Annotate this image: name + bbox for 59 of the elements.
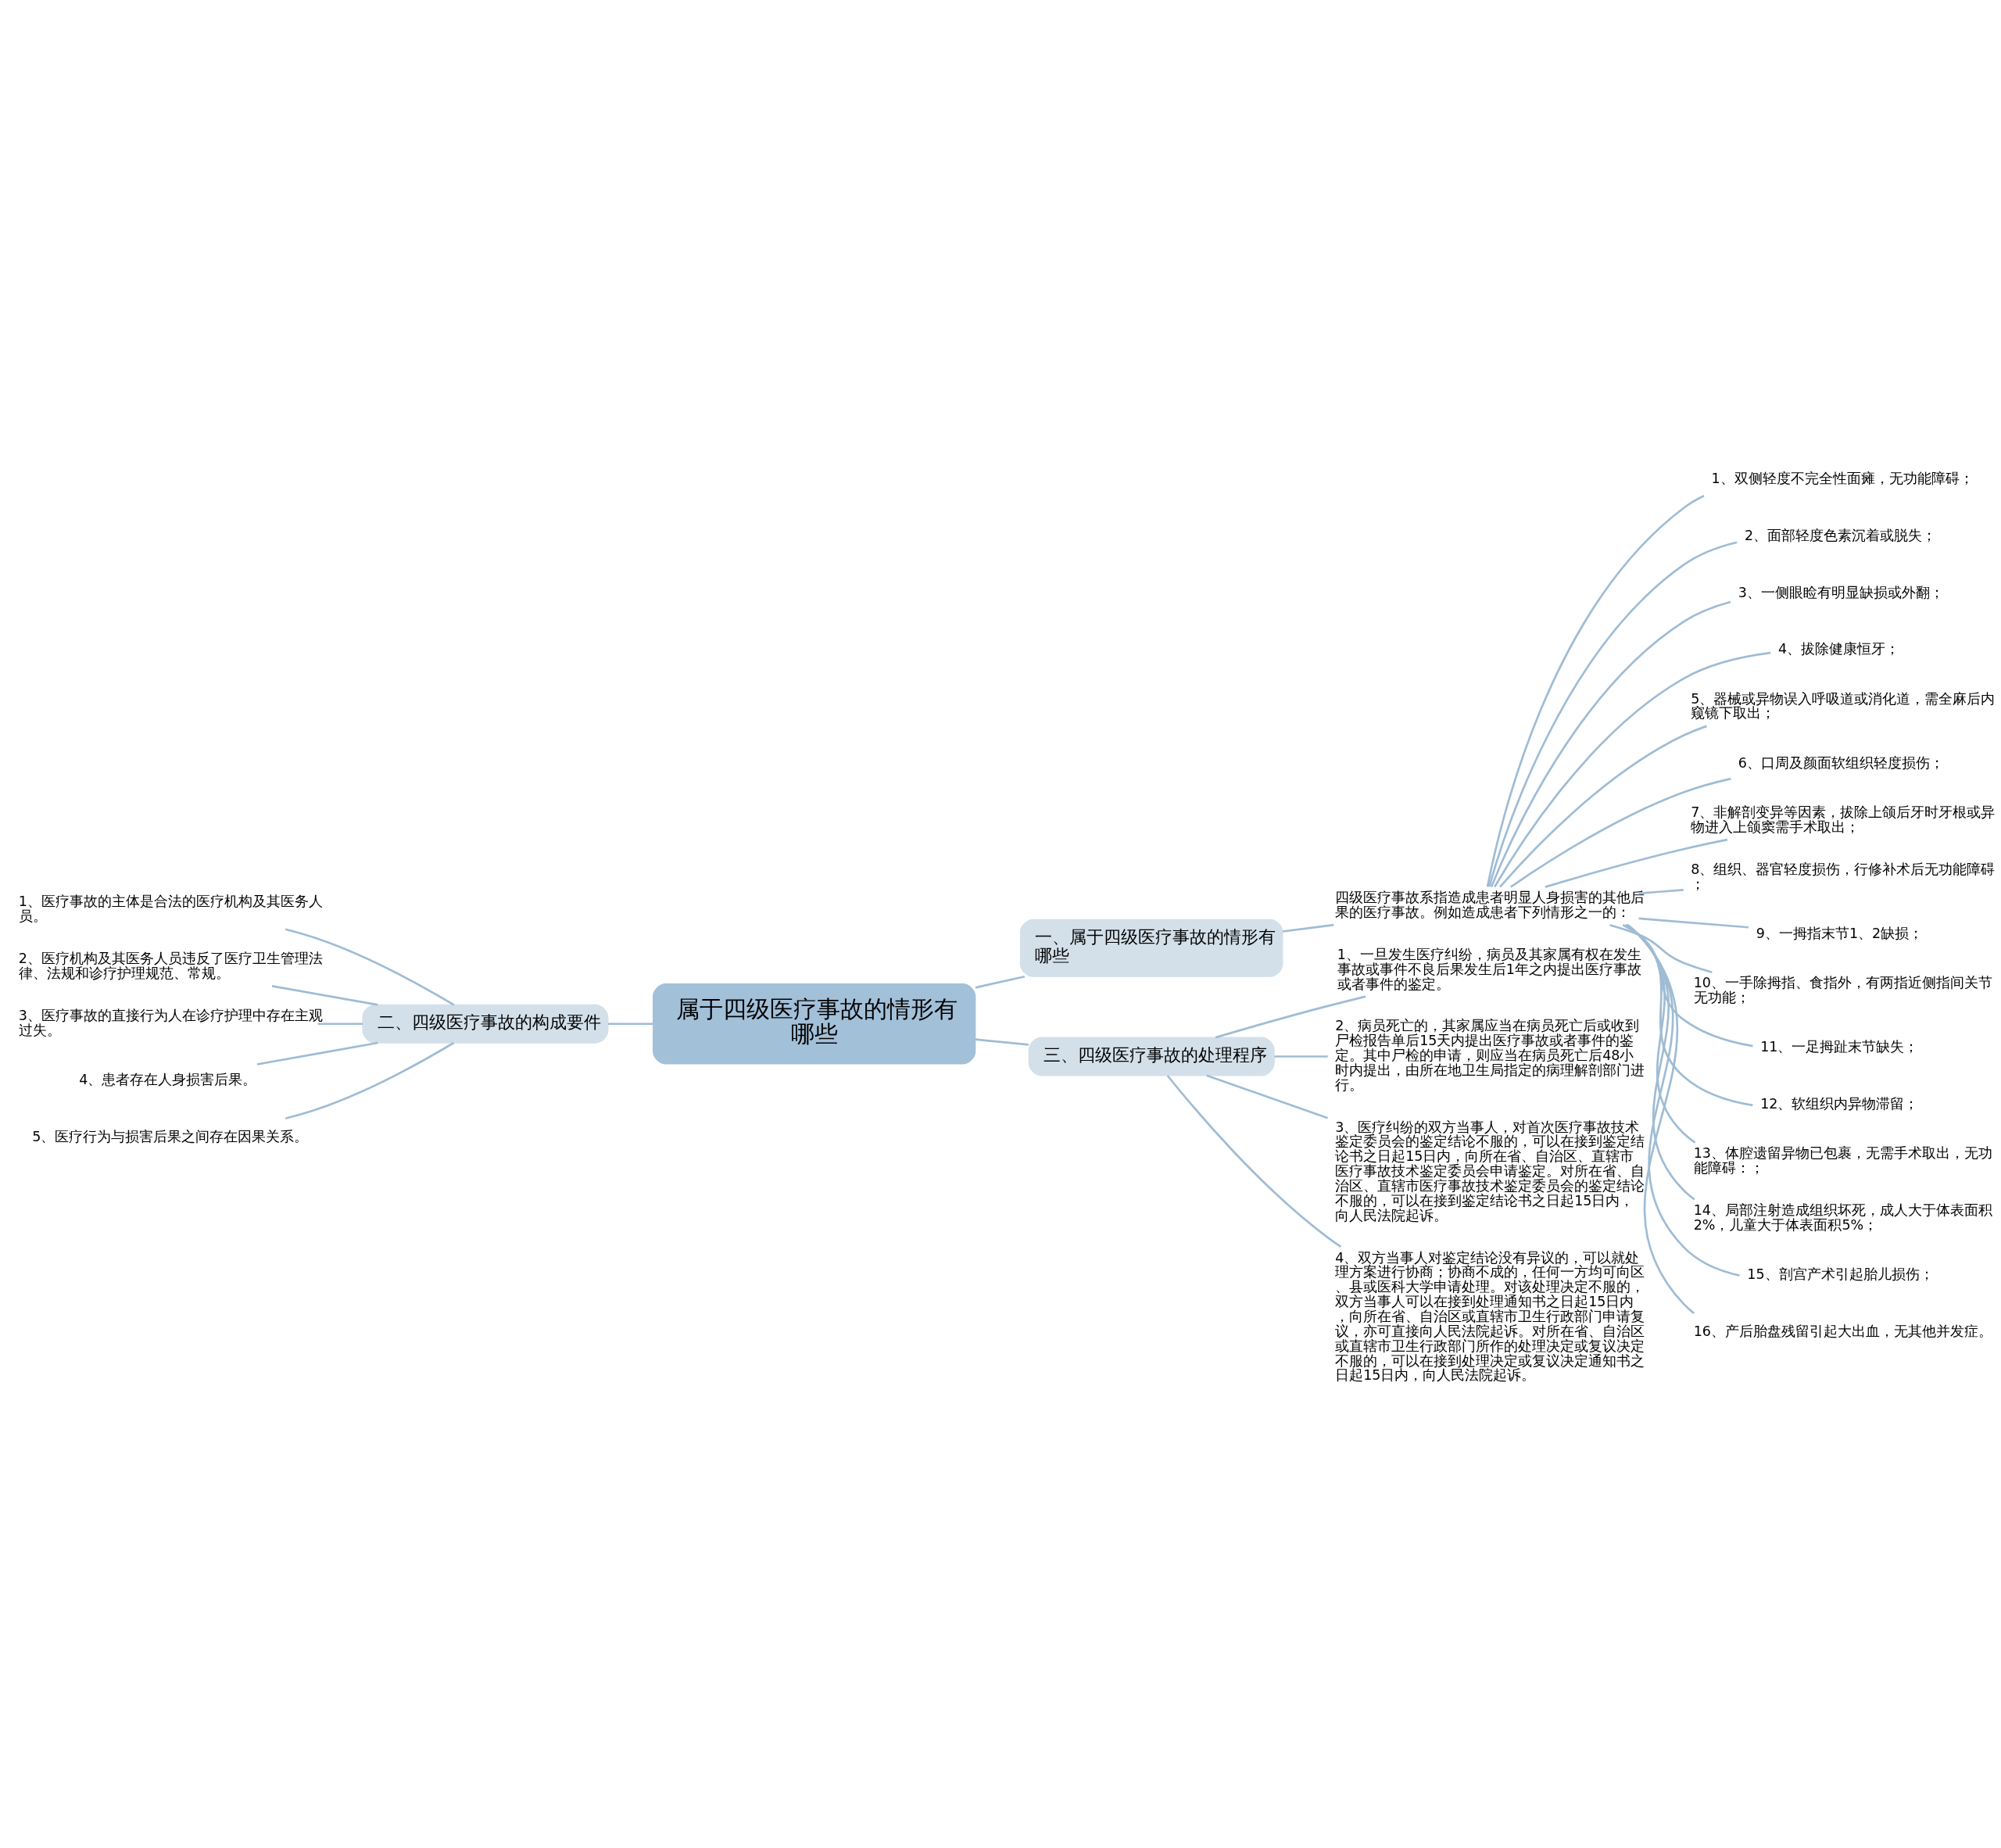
connector xyxy=(271,984,378,1006)
connector xyxy=(256,1041,378,1065)
connector xyxy=(1166,1074,1342,1248)
connector xyxy=(1274,1055,1328,1058)
node-text: 2、医疗机构及其医务人员违反了医疗卫生管理法律、法规和诊疗护理规范、常规。 xyxy=(18,950,323,981)
node-text: 5、器械或异物误入呼吸道或消化道，需全麻后内窥镜下取出； xyxy=(1691,690,1996,721)
connector xyxy=(1215,994,1366,1038)
node-text: 8、组织、器官轻度损伤，行修补术后无功能障碍； xyxy=(1691,861,1996,892)
connector xyxy=(607,1022,653,1025)
connector xyxy=(1622,923,1753,1047)
node-text: 4、患者存在人身损害后果。 xyxy=(79,1071,257,1087)
node-text: 15、剖宫产术引起胎儿损伤； xyxy=(1747,1266,1934,1282)
connector xyxy=(1490,600,1731,887)
connector xyxy=(1487,540,1738,887)
node-text: 1、一旦发生医疗纠纷，病员及其家属有权在发生事故或事件不良后果发生后1年之内提出医疗事故或者事件的鉴定。 xyxy=(1337,946,1642,991)
node-text: 1、医疗事故的主体是合法的医疗机构及其医务人员。 xyxy=(18,893,323,924)
node-box: 三、四级医疗事故的处理程序 xyxy=(1028,1037,1275,1076)
connector xyxy=(1638,917,1749,929)
node-text: 2、面部轻度色素沉着或脱失； xyxy=(1744,527,1937,543)
node-text: 1、双侧轻度不完全性面瘫，无功能障碍； xyxy=(1711,470,1974,486)
connector xyxy=(1486,494,1705,887)
node-text: 2、病员死亡的，其家属应当在病员死亡后或收到尸检报告单后15天内提出医疗事故或者事件的鉴定。其中尸检的申请，则应当在病员死亡后48小时内提出，由所在地卫生局指定的病理解剖部门进行。 xyxy=(1335,1017,1645,1093)
node-text: 7、非解剖变异等因素，拔除上颌后牙时牙根或异物进入上颌窦需手术取出； xyxy=(1691,804,1996,835)
connector xyxy=(1510,777,1731,888)
node-text: 4、双方当事人对鉴定结论没有异议的，可以就处理方案进行协商；协商不成的，任何一方均可向区、县或医科大学申请处理。对该处理决定不服的，双方当事人可以在接到处理通知书之日起15日内，向所在省、自治区或直辖市卫生行政部门申请复议，亦可直接向人民法院起诉。对所在省、自治区或直辖市卫生行政部门所作的处理决定或复议决定不服的，可以在接到处理决定或复议决定通知书之日起15日内，向人民法院起诉。 xyxy=(1335,1249,1645,1383)
node-box: 一、属于四级医疗事故的情形有哪些 xyxy=(1019,919,1283,977)
node-text: 四级医疗事故系指造成患者明显人身损害的其他后果的医疗事故。例如造成患者下列情形之一的： xyxy=(1335,889,1645,920)
node-text: 16、产后胎盘残留引起大出血，无其他并发症。 xyxy=(1693,1323,1992,1339)
connector xyxy=(1609,923,1713,973)
node-text: 14、局部注射造成组织坏死，成人大于体表面积2%，儿童大于体表面积5%； xyxy=(1693,1202,1992,1233)
connector xyxy=(1638,888,1684,894)
connector xyxy=(1494,651,1771,887)
connector xyxy=(1499,725,1707,887)
connector xyxy=(1627,923,1740,1277)
connector xyxy=(317,1022,363,1025)
node-text: 10、一手除拇指、食指外，有两指近侧指间关节无功能； xyxy=(1693,974,1992,1005)
connector xyxy=(1282,923,1334,933)
node-box: 二、四级医疗事故的构成要件 xyxy=(362,1004,609,1044)
node-text: 3、医疗纠纷的双方当事人，对首次医疗事故技术鉴定委员会的鉴定结论不服的，可以在接到鉴定结论书之日起15日内，向所在省、自治区、直辖市医疗事故技术鉴定委员会申请鉴定。对所在省、自治区、直辖市医疗事故技术鉴定委员会的鉴定结论不服的，可以在接到鉴定结论书之日起15日内，向人民法院起诉。 xyxy=(1335,1119,1645,1223)
node-text: 13、体腔遗留异物已包裹，无需手术取出，无功能障碍：； xyxy=(1693,1144,1992,1176)
node-text: 3、一侧眼睑有明显缺损或外翻； xyxy=(1738,584,1945,600)
node-text: 5、医疗行为与损害后果之间存在因果关系。 xyxy=(32,1128,309,1144)
connector xyxy=(1626,923,1696,1144)
node-text: 3、医疗事故的直接行为人在诊疗护理中存在主观过失。 xyxy=(18,1007,323,1038)
connector xyxy=(975,1037,1029,1046)
node-text: 4、拔除健康恒牙； xyxy=(1778,640,1900,657)
connector xyxy=(285,927,455,1006)
connector xyxy=(1624,923,1753,1106)
node-text: 12、软组织内异物滞留； xyxy=(1760,1095,1919,1112)
node-text: 9、一拇指末节1、2缺损； xyxy=(1756,925,1924,941)
connector xyxy=(975,975,1026,989)
connector xyxy=(1545,838,1728,888)
connector xyxy=(1206,1074,1328,1119)
node-box: 属于四级医疗事故的情形有哪些 xyxy=(653,983,976,1065)
connector xyxy=(1626,923,1695,1200)
connector xyxy=(1627,923,1695,1314)
connector xyxy=(285,1041,455,1119)
node-text: 11、一足拇趾末节缺失； xyxy=(1760,1038,1919,1055)
node-text: 6、口周及颜面软组织轻度损伤； xyxy=(1738,754,1945,771)
